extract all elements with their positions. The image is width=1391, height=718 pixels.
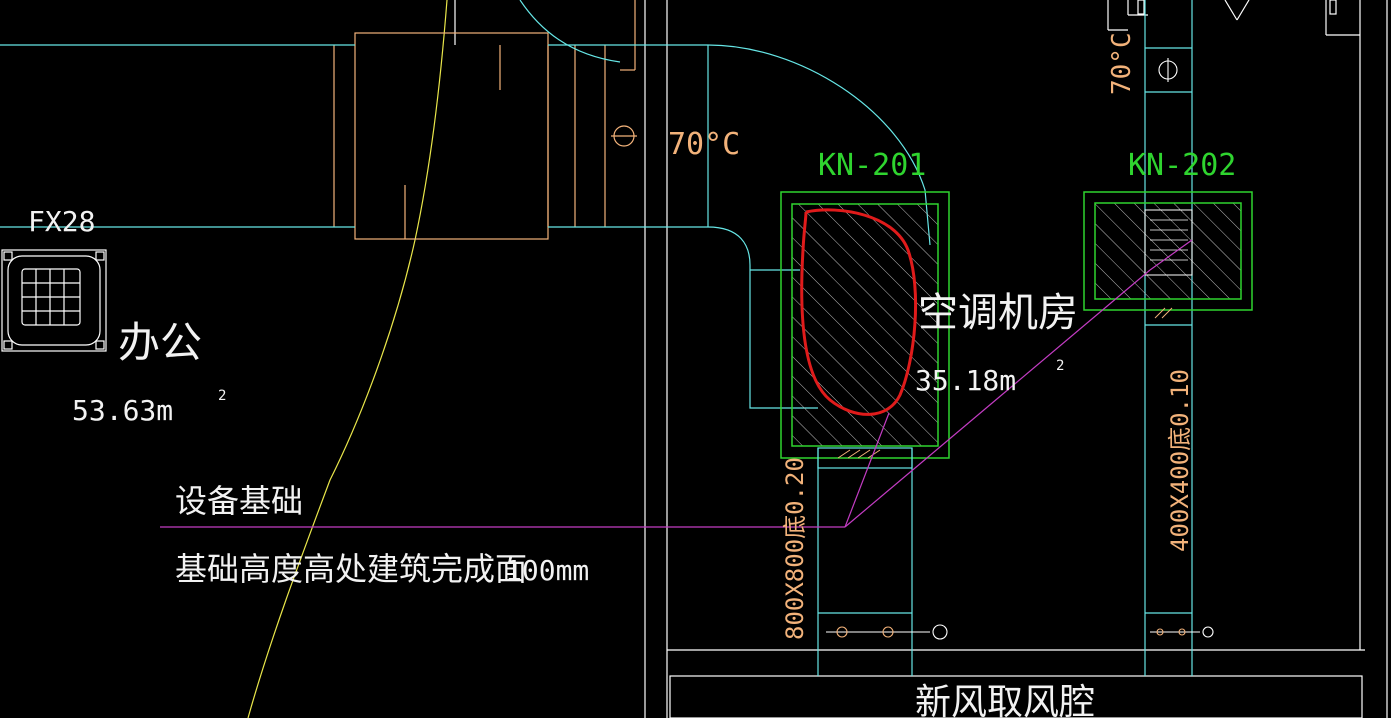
office-room-label: 办公 [118,318,202,367]
fx28-label: FX28 [28,205,95,238]
damper-nodes [836,626,1186,638]
ac-area-label: 35.18m [915,364,1016,397]
fresh-air-plenum-label: 新风取风腔 [915,682,1095,718]
duct-size-right: 400X400底0.10 [1166,369,1194,552]
leader-lines [160,239,1193,528]
equipment-base-label: 设备基础 [175,482,303,520]
kn201-label: KN-201 [818,148,926,183]
kn202-label: KN-202 [1128,148,1236,183]
orange-duct [333,0,637,240]
temp-label-top: 70°C [1107,32,1137,95]
wall-lines [454,0,1388,718]
fan-coil-icon[interactable] [1,249,107,352]
equipment-base-note-tail: 100mm [505,554,589,587]
ac-room-label: 空调机房 [918,290,1078,336]
office-area-label: 53.63m [72,394,173,427]
kn202-unit[interactable] [1083,191,1253,319]
temp-label-middle: 70°C [668,127,740,162]
equipment-base-note: 基础高度高处建筑完成面 [175,550,527,588]
boundary-polyline [247,0,448,718]
damper-symbols [826,58,1214,640]
office-area-sup: 2 [218,388,226,404]
markup-circle [800,208,918,416]
duct-size-left: 800X800底0.20 [781,457,809,640]
ac-area-sup: 2 [1056,358,1064,374]
cyan-duct [0,0,1193,676]
